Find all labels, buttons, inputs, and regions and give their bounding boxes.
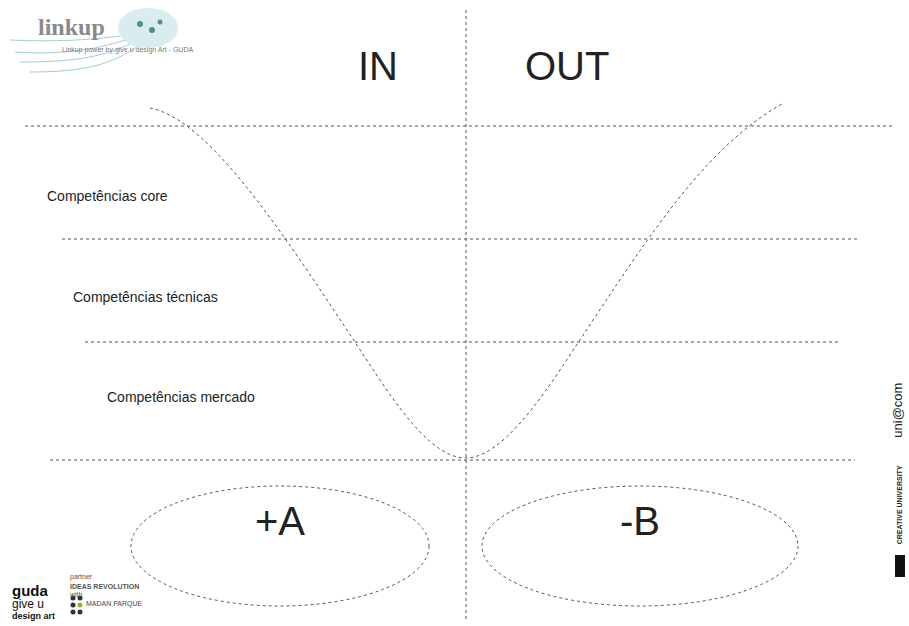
row-divider — [85, 342, 840, 343]
ellipse-area: +A — [130, 485, 430, 607]
row-label: Competências técnicas — [73, 290, 218, 305]
jellyfish-logo — [10, 8, 178, 72]
row-divider — [62, 239, 860, 240]
partner-logo: MADAN PARQUE — [86, 600, 142, 608]
column-heading: OUT — [525, 44, 609, 88]
area-label: -B — [481, 499, 799, 543]
ide-logo-block — [895, 555, 905, 577]
side-logo: uni@com — [892, 382, 906, 437]
row-divider — [50, 460, 855, 461]
partner-logo: IDEAS REVOLUTION — [70, 583, 139, 591]
partner-caption: partner — [70, 573, 92, 581]
partner-logo-dots — [71, 596, 83, 615]
ellipse-shape — [131, 486, 429, 606]
column-divider — [466, 10, 467, 620]
area-label: +A — [130, 499, 430, 543]
logo-wordmark: design art — [12, 612, 55, 622]
logo-wordmark: linkup — [38, 14, 105, 40]
row-label: Competências mercado — [107, 390, 255, 405]
column-heading: IN — [358, 44, 398, 88]
logo-tagline: Linkup power by give u design Art - GUDA — [62, 46, 193, 54]
side-caption: CREATIVE UNIVERSITY — [895, 466, 903, 545]
partner-caption: with — [70, 591, 82, 599]
ellipse-area: -B — [481, 485, 799, 607]
row-divider — [25, 126, 895, 127]
ellipse-shape — [482, 486, 798, 606]
logo-wordmark: give u — [12, 598, 44, 611]
row-label: Competências core — [47, 189, 168, 204]
